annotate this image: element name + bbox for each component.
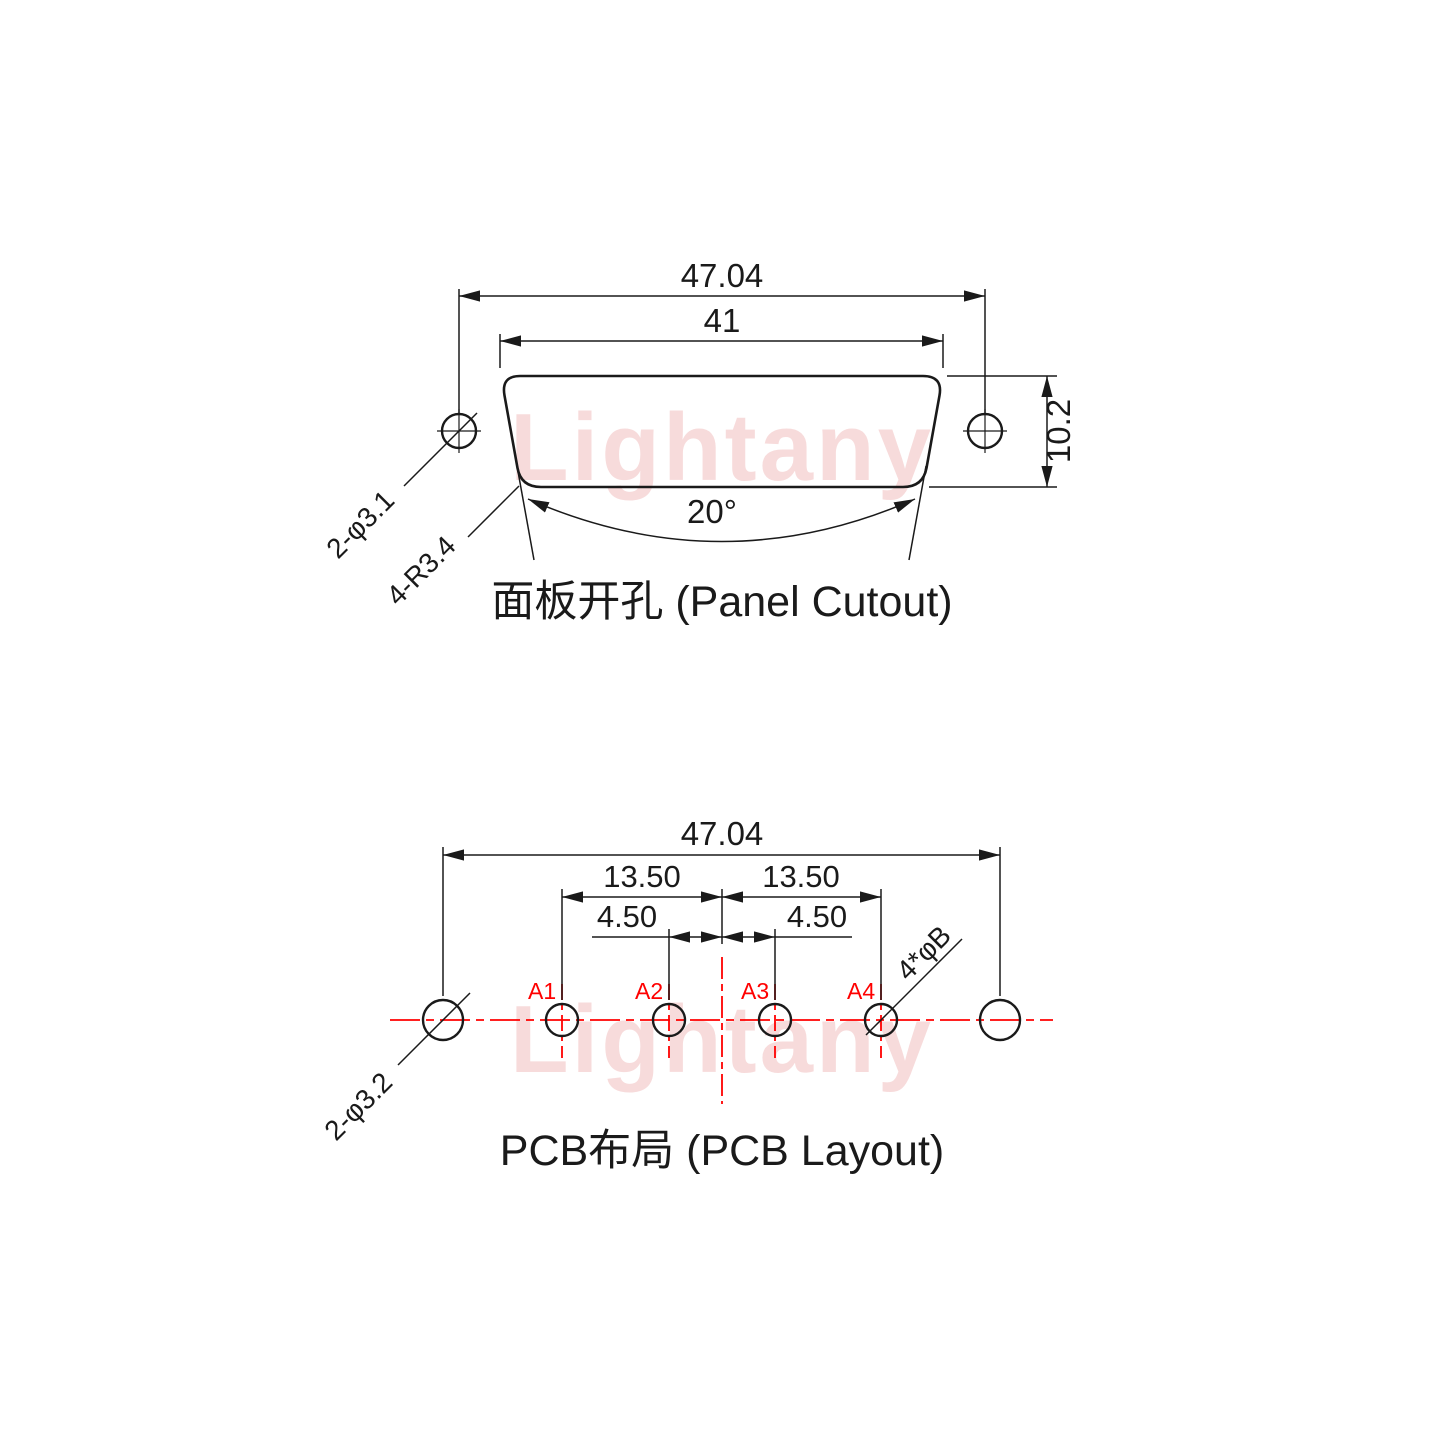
label-text-pin-hole-spec: 4*φB [890, 920, 957, 987]
panel-cutout-outline [502, 374, 942, 489]
dim-text-pitch-outer-left: 13.50 [603, 859, 681, 894]
dim-text-pitch-outer-right: 13.50 [762, 859, 840, 894]
label-text-pcb-mount-hole-spec: 2-φ3.2 [318, 1066, 398, 1146]
pcb-mount-hole-left [421, 998, 465, 1042]
watermark-text-bottom: Lightany [510, 986, 934, 1093]
pin-label-a4: A4 [847, 978, 875, 1004]
dimension-pitch-outer-right: 13.50 [722, 859, 881, 903]
dimension-cutout-height: 10.2 [929, 375, 1077, 488]
dimension-pitch-inner-right: 4.50 [722, 899, 852, 943]
dim-text-cutout-width: 41 [704, 302, 741, 339]
pin-hole-a4 [863, 1002, 899, 1038]
dim-text-side-angle: 20° [687, 493, 737, 530]
pin-label-a3: A3 [741, 978, 769, 1004]
label-pcb-mount-hole-spec: 2-φ3.2 [318, 992, 471, 1146]
dim-text-pcb-overall-width: 47.04 [681, 815, 764, 852]
label-text-corner-radius: 4-R3.4 [380, 530, 461, 611]
watermark-layer: Lightany Lightany [510, 394, 934, 1093]
dimension-pitch-outer-left: 13.50 [562, 859, 722, 903]
dimension-overall-width: 47.04 [458, 257, 986, 414]
pin-hole-a1 [544, 1002, 580, 1038]
pcb-layout-drawing: A1 A2 A3 A4 47.04 13.50 13.50 [318, 815, 1053, 1175]
panel-cutout-title: 面板开孔 (Panel Cutout) [491, 578, 952, 626]
pin-hole-a2 [651, 1002, 687, 1038]
dim-text-pitch-inner-left: 4.50 [597, 899, 657, 934]
dimension-pitch-inner-left: 4.50 [592, 899, 722, 943]
angle-dimension: 20° [516, 465, 927, 561]
dimension-pcb-overall-width: 47.04 [443, 815, 1000, 861]
dim-text-overall-width: 47.04 [681, 257, 764, 294]
pin-label-a2: A2 [635, 978, 663, 1004]
pcb-mount-hole-right [978, 998, 1022, 1042]
pcb-layout-title: PCB布局 (PCB Layout) [500, 1127, 944, 1175]
label-mount-hole-spec: 2-φ3.1 [320, 412, 478, 564]
mount-hole-right [963, 409, 1007, 453]
dim-text-pitch-inner-right: 4.50 [787, 899, 847, 934]
dim-text-cutout-height: 10.2 [1040, 399, 1077, 463]
dimension-cutout-width: 41 [499, 302, 944, 368]
pin-hole-a3 [757, 1002, 793, 1038]
watermark-text-top: Lightany [510, 394, 934, 501]
pin-label-a1: A1 [528, 978, 556, 1004]
label-text-mount-hole-spec: 2-φ3.1 [320, 484, 400, 564]
